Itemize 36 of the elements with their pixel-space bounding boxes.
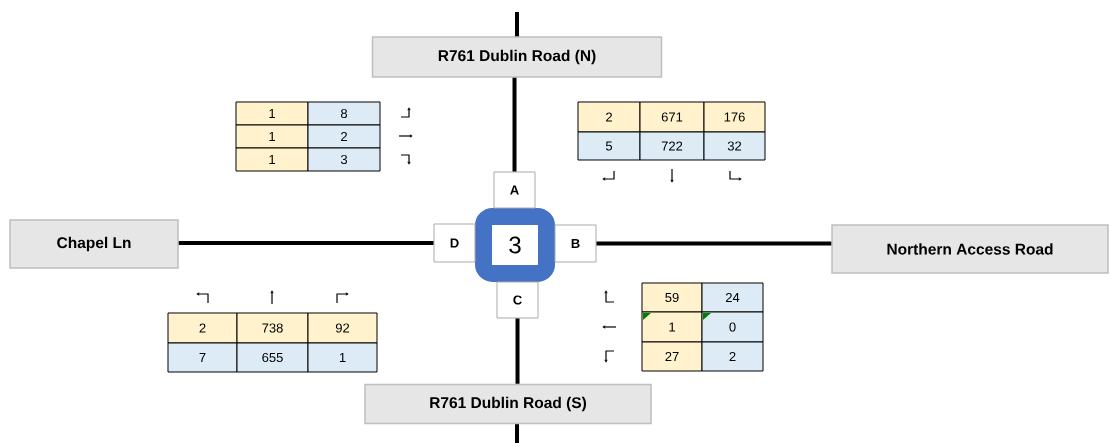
table-cell: 738 — [236, 312, 309, 344]
table-cell: 1 — [235, 101, 309, 126]
table-cell: 92 — [307, 312, 378, 344]
table-cell: 7 — [167, 342, 238, 373]
table-cell: 671 — [639, 101, 705, 133]
table-cell: 5 — [577, 131, 641, 161]
arm-label-box: D — [433, 223, 476, 263]
table-cell: 2 — [307, 124, 381, 149]
table-cell: 1 — [235, 124, 309, 149]
arm-label-box: A — [493, 171, 536, 209]
table-cell: 176 — [703, 101, 766, 133]
table-cell: 0 — [701, 311, 764, 343]
road-name-box: R761 Dublin Road (S) — [364, 383, 652, 425]
road-line — [596, 241, 832, 246]
road-line — [178, 241, 434, 245]
table-cell: 1 — [641, 311, 703, 343]
table-cell: 2 — [167, 312, 238, 344]
table-cell: 655 — [236, 342, 309, 373]
table-cell: 1 — [235, 147, 309, 172]
table-cell: 1 — [307, 342, 378, 373]
arm-label-box: C — [496, 281, 539, 319]
road-line — [515, 318, 520, 384]
table-cell: 2 — [577, 101, 641, 133]
road-name-box: Northern Access Road — [831, 224, 1109, 274]
table-cell: 2 — [701, 341, 764, 372]
table-cell: 8 — [307, 101, 381, 126]
table-cell: 24 — [701, 282, 764, 313]
table-cell: 27 — [641, 341, 703, 372]
table-cell: 3 — [307, 147, 381, 172]
road-name-box: R761 Dublin Road (N) — [371, 36, 663, 78]
road-line — [512, 77, 517, 172]
arm-label-box: B — [554, 224, 597, 263]
road-name-box: Chapel Ln — [9, 219, 179, 269]
table-cell: 59 — [641, 282, 703, 313]
table-cell: 722 — [639, 131, 705, 161]
table-cell: 32 — [703, 131, 766, 161]
